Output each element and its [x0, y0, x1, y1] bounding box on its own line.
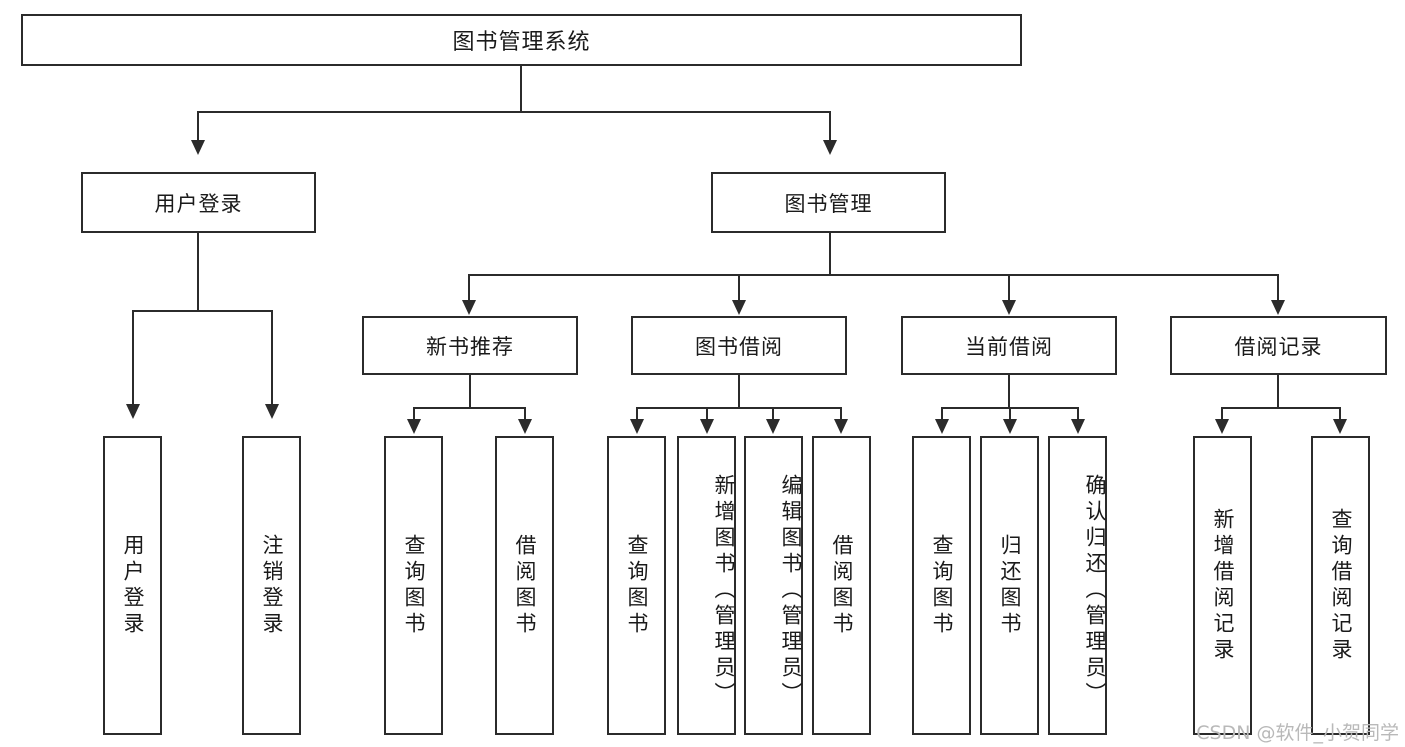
node-label: 查询图书: [625, 533, 649, 638]
connector-user-login-to-leaf-1: [132, 310, 134, 406]
connector-current-borrow-stem: [1008, 375, 1010, 408]
connector-user-login-stem: [197, 233, 199, 311]
leaf-borrow-record-query-record[interactable]: 查询借阅记录: [1311, 436, 1370, 735]
node-label: 借阅图书: [513, 533, 537, 638]
leaf-book-borrow-borrow-book[interactable]: 借阅图书: [812, 436, 871, 735]
leaf-book-borrow-add-book-admin[interactable]: 新增图书（管理员）: [677, 436, 736, 735]
connector-borrow-record-bus: [1221, 407, 1341, 409]
connector-nb-to-leaf-2: [524, 407, 526, 421]
arrow-cb-to-leaf-1: [935, 419, 949, 434]
connector-new-book-bus: [413, 407, 526, 409]
node-root-book-management-system[interactable]: 图书管理系统: [21, 14, 1022, 66]
connector-root-bus: [197, 111, 831, 113]
connector-user-login-to-leaf-2: [271, 310, 273, 406]
leaf-book-borrow-edit-book-admin[interactable]: 编辑图书（管理员）: [744, 436, 803, 735]
connector-bb-to-leaf-1: [636, 407, 638, 421]
arrow-root-to-user-login: [191, 140, 205, 155]
leaf-user-login-login[interactable]: 用户登录: [103, 436, 162, 735]
leaf-new-book-borrow-book[interactable]: 借阅图书: [495, 436, 554, 735]
connector-bb-to-leaf-4: [840, 407, 842, 421]
node-borrow-record[interactable]: 借阅记录: [1170, 316, 1387, 375]
node-label: 新增图书（管理员）: [712, 473, 736, 708]
connector-root-stem: [520, 66, 522, 112]
connector-cb-to-leaf-3: [1077, 407, 1079, 421]
arrow-bb-to-leaf-4: [834, 419, 848, 434]
node-label: 新书推荐: [426, 334, 514, 359]
node-label: 图书借阅: [695, 334, 783, 359]
arrow-nb-to-leaf-1: [407, 419, 421, 434]
connector-br-to-leaf-2: [1339, 407, 1341, 421]
node-label: 编辑图书（管理员）: [779, 473, 803, 708]
node-label: 借阅记录: [1234, 334, 1323, 359]
arrow-br-to-leaf-2: [1333, 419, 1347, 434]
arrow-bb-to-leaf-2: [700, 419, 714, 434]
arrow-bm-to-current-borrow: [1002, 300, 1016, 315]
arrow-user-login-to-leaf-1: [126, 404, 140, 419]
leaf-current-borrow-confirm-return-admin[interactable]: 确认归还（管理员）: [1048, 436, 1107, 735]
arrow-bm-to-book-borrow: [732, 300, 746, 315]
connector-root-to-user-login: [197, 111, 199, 143]
connector-new-book-stem: [469, 375, 471, 408]
connector-br-to-leaf-1: [1221, 407, 1223, 421]
node-label: 查询图书: [402, 533, 426, 638]
node-label: 借阅图书: [830, 533, 854, 638]
node-new-book-recommend[interactable]: 新书推荐: [362, 316, 578, 375]
node-label: 查询借阅记录: [1329, 507, 1353, 664]
node-label: 当前借阅: [965, 334, 1053, 359]
node-book-borrow[interactable]: 图书借阅: [631, 316, 847, 375]
arrow-bm-to-borrow-record: [1271, 300, 1285, 315]
arrow-bm-to-new-book: [462, 300, 476, 315]
connector-root-to-book-management: [829, 111, 831, 143]
node-label: 用户登录: [154, 191, 243, 216]
connector-nb-to-leaf-1: [413, 407, 415, 421]
connector-bm-to-current-borrow: [1008, 274, 1010, 302]
connector-bm-to-book-borrow: [738, 274, 740, 302]
leaf-borrow-record-add-record[interactable]: 新增借阅记录: [1193, 436, 1252, 735]
node-book-management[interactable]: 图书管理: [711, 172, 946, 233]
leaf-user-login-logout[interactable]: 注销登录: [242, 436, 301, 735]
node-label: 查询图书: [930, 533, 954, 638]
leaf-book-borrow-query-book[interactable]: 查询图书: [607, 436, 666, 735]
node-label: 注销登录: [260, 533, 284, 638]
connector-book-management-bus: [468, 274, 1279, 276]
connector-bb-to-leaf-2: [706, 407, 708, 421]
connector-book-borrow-bus: [636, 407, 842, 409]
arrow-cb-to-leaf-3: [1071, 419, 1085, 434]
connector-borrow-record-stem: [1277, 375, 1279, 408]
node-current-borrow[interactable]: 当前借阅: [901, 316, 1117, 375]
node-label: 新增借阅记录: [1211, 507, 1235, 664]
arrow-bb-to-leaf-1: [630, 419, 644, 434]
connector-book-borrow-stem: [738, 375, 740, 408]
arrow-cb-to-leaf-2: [1003, 419, 1017, 434]
arrow-br-to-leaf-1: [1215, 419, 1229, 434]
leaf-new-book-query-book[interactable]: 查询图书: [384, 436, 443, 735]
node-label: 图书管理系统: [452, 30, 591, 55]
connector-user-login-bus: [132, 310, 273, 312]
leaf-current-borrow-query-book[interactable]: 查询图书: [912, 436, 971, 735]
leaf-current-borrow-return-book[interactable]: 归还图书: [980, 436, 1039, 735]
arrow-user-login-to-leaf-2: [265, 404, 279, 419]
connector-bb-to-leaf-3: [772, 407, 774, 421]
connector-cb-to-leaf-2: [1009, 407, 1011, 421]
connector-bm-to-borrow-record: [1277, 274, 1279, 302]
node-label: 归还图书: [998, 533, 1022, 638]
connector-cb-to-leaf-1: [941, 407, 943, 421]
node-label: 确认归还（管理员）: [1083, 473, 1107, 708]
arrow-bb-to-leaf-3: [766, 419, 780, 434]
node-label: 图书管理: [784, 191, 873, 216]
arrow-nb-to-leaf-2: [518, 419, 532, 434]
node-label: 用户登录: [121, 533, 145, 638]
node-user-login[interactable]: 用户登录: [81, 172, 316, 233]
arrow-root-to-book-management: [823, 140, 837, 155]
connector-bm-to-new-book: [468, 274, 470, 302]
connector-book-management-stem: [829, 233, 831, 275]
